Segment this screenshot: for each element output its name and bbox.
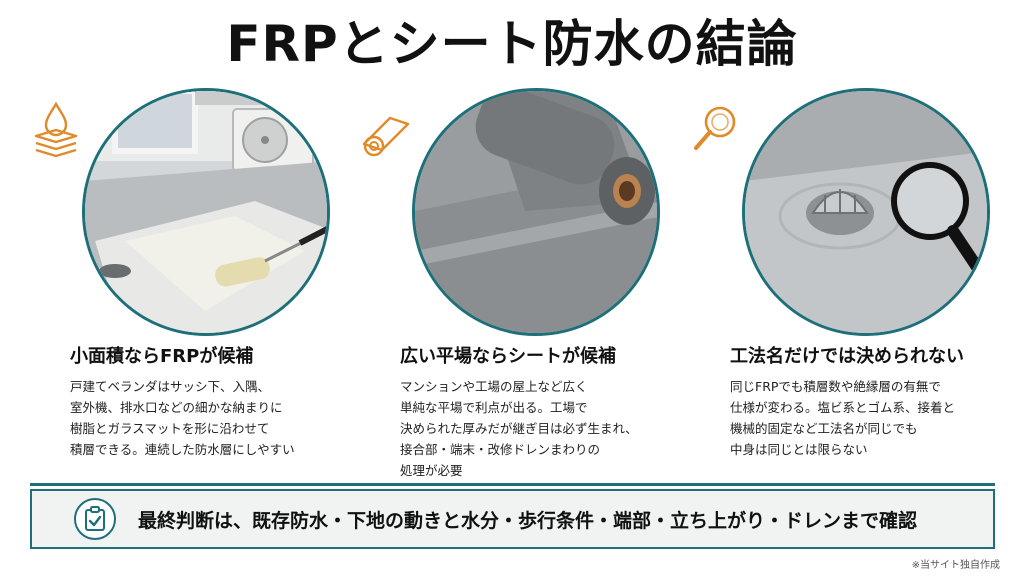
column-heading: 広い平場ならシートが候補 — [400, 346, 616, 367]
summary-bar: 最終判断は、既存防水・下地の動きと水分・歩行条件・端部・立ち上がり・ドレンまで確… — [30, 483, 995, 549]
summary-text: 最終判断は、既存防水・下地の動きと水分・歩行条件・端部・立ち上がり・ドレンまで確… — [138, 510, 918, 532]
summary-divider — [30, 483, 995, 486]
column-sheet: 広い平場ならシートが候補 マンションや工場の屋上など広く 単純な平場で利点が出る… — [360, 78, 660, 478]
droplet-layers-icon — [34, 101, 78, 158]
checklist-icon — [74, 498, 116, 540]
column-body: 同じFRPでも積層数や絶縁層の有無で 仕様が変わる。塩ビ系とゴム系、接着と 機械… — [730, 379, 956, 457]
page-title: FRPとシート防水の結論 — [226, 15, 798, 73]
drain-inspection-photo — [742, 88, 990, 336]
column-body: 戸建てベランダはサッシ下、入隅、 室外機、排水口などの細かな納まりに 樹脂とガラ… — [70, 379, 295, 457]
column-body: マンションや工場の屋上など広く 単純な平場で利点が出る。工場で 決められた厚みだ… — [400, 379, 638, 478]
sheet-roll-icon — [362, 116, 410, 157]
column-heading: 工法名だけでは決められない — [730, 346, 964, 367]
column-spec: 工法名だけでは決められない 同じFRPでも積層数や絶縁層の有無で 仕様が変わる。… — [690, 78, 990, 458]
column-heading: 小面積ならFRPが候補 — [70, 346, 254, 367]
footnote: ※当サイト独自作成 — [911, 560, 1000, 571]
balcony-frp-photo — [82, 88, 330, 336]
column-frp: 小面積ならFRPが候補 戸建てベランダはサッシ下、入隅、 室外機、排水口などの細… — [30, 78, 330, 458]
magnifier-icon — [694, 106, 736, 150]
sheet-roll-photo — [412, 88, 660, 336]
